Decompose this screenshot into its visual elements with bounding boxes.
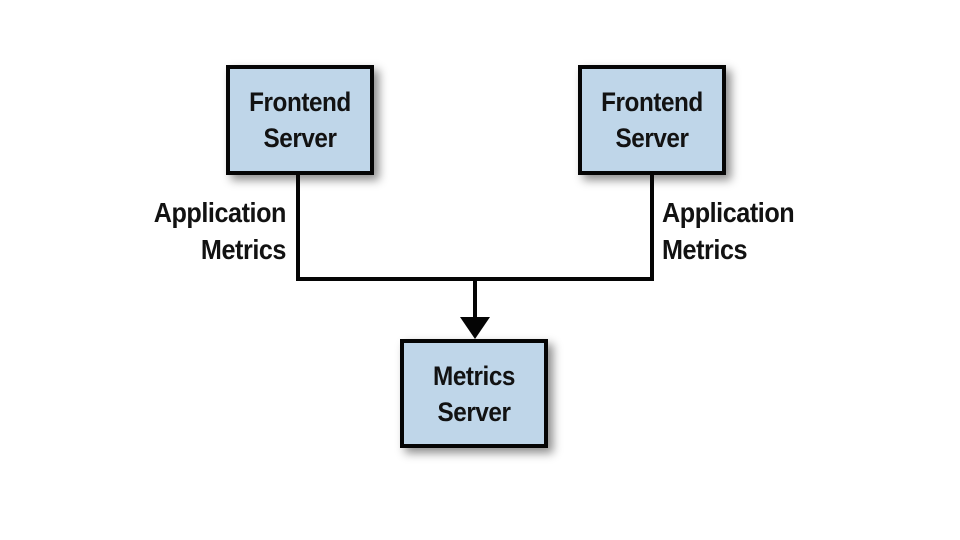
connector-right-vertical <box>650 173 654 279</box>
node-frontend-server-right-label: Frontend Server <box>601 87 703 153</box>
connector-left-vertical <box>296 173 300 279</box>
node-frontend-server-left-label: Frontend Server <box>249 87 351 153</box>
arrowhead-down-icon <box>460 317 490 339</box>
connector-center-vertical <box>473 279 477 319</box>
node-metrics-server: Metrics Server <box>400 339 548 448</box>
node-frontend-server-right: Frontend Server <box>578 65 726 175</box>
node-metrics-server-label: Metrics Server <box>433 360 515 427</box>
node-frontend-server-left: Frontend Server <box>226 65 374 175</box>
edge-label-application-metrics-right: Application Metrics <box>662 197 795 265</box>
edge-label-application-metrics-left: Application Metrics <box>153 197 287 265</box>
